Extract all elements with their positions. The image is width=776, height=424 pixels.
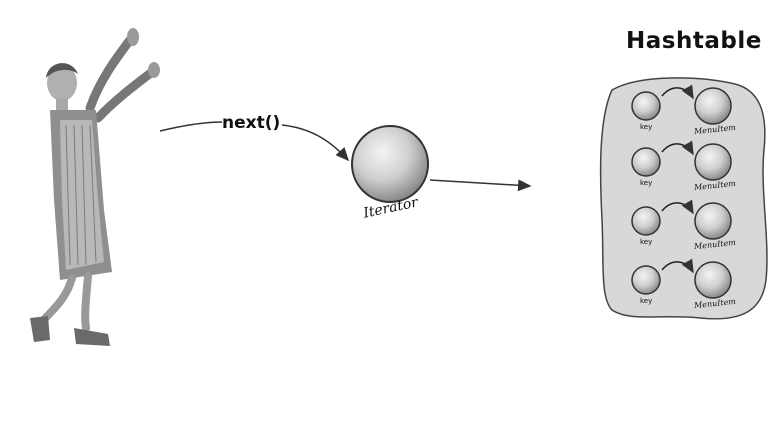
hashtable-entry <box>631 140 732 181</box>
key-label: key <box>640 179 653 187</box>
key-label: key <box>640 297 653 305</box>
hashtable-entry <box>631 199 732 240</box>
hashtable-entry <box>631 258 732 299</box>
next-call-arrow <box>159 121 348 160</box>
iterator-to-hashtable-arrow <box>429 179 532 192</box>
key-label: key <box>640 123 653 131</box>
woman-figure-illustration <box>30 28 160 346</box>
key-label: key <box>640 238 653 246</box>
hashtable-entry <box>631 84 732 125</box>
next-method-label: next() <box>222 113 281 133</box>
iterator-ball <box>351 125 429 203</box>
hashtable-blob <box>599 77 768 320</box>
hashtable-title: Hashtable <box>626 28 762 54</box>
